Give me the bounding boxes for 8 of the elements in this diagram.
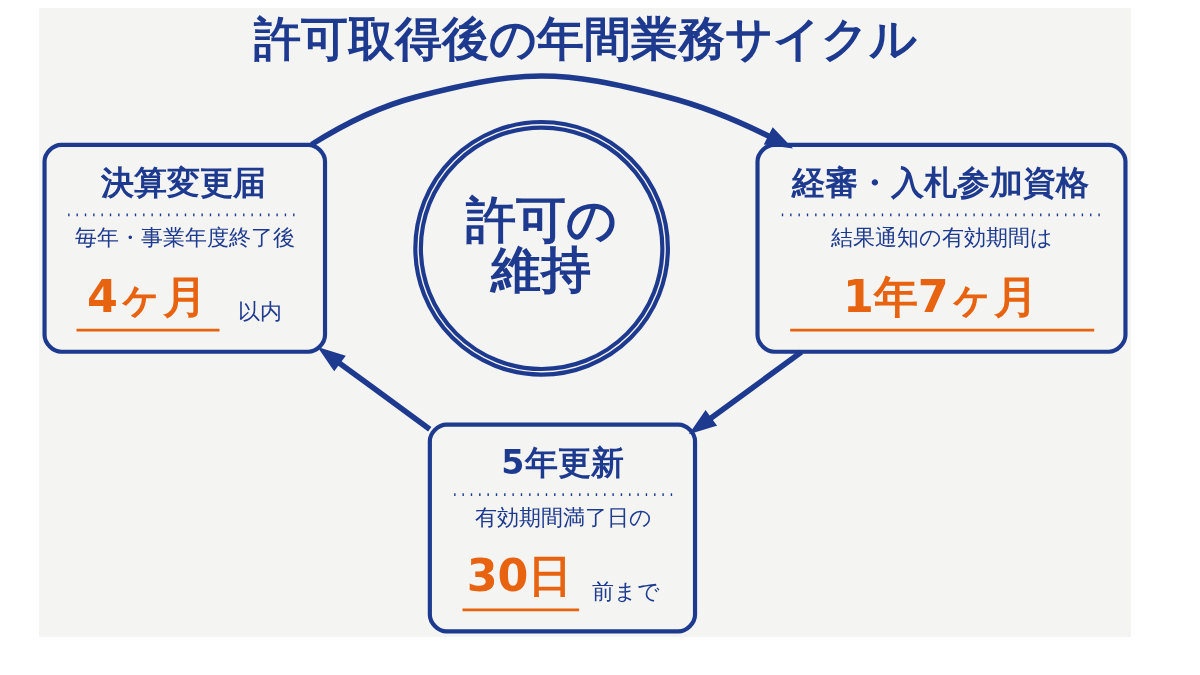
arrow — [688, 349, 804, 435]
diagram-title: 許可取得後の年間業務サイクル — [253, 11, 917, 67]
node-box: 経審・入札参加資格 結果通知の有効期間は 1年7ヶ月 — [755, 142, 1128, 354]
node-box: 決算変更届 毎年・事業年度終了後 4ヶ月 以内 — [42, 142, 328, 354]
arrow — [310, 73, 793, 149]
arrow — [317, 347, 432, 432]
node-box: 5年更新 有効期間満了日の 30日 前まで — [427, 422, 698, 634]
node-circle: 許可の維持 — [413, 119, 670, 377]
